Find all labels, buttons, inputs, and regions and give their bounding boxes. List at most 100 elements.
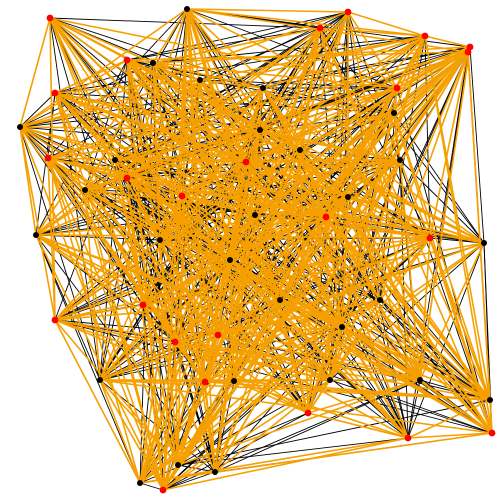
edge-primary [181,159,401,197]
edge-primary [159,196,349,241]
node-highlighted [421,32,429,40]
edge-primary [19,126,261,131]
edge-primary [214,216,327,473]
edge-primary [19,17,51,128]
edge-primary [347,196,431,239]
edge-primary [126,112,395,179]
edge-primary [319,27,426,37]
edge-primary [177,299,281,466]
edge-primary [152,62,247,163]
node-regular [112,157,118,163]
edge-primary [307,326,343,414]
edge-primary [54,319,235,382]
edge-primary [99,87,264,381]
edge-secondary [49,17,321,29]
edge-primary [262,87,491,401]
edge-primary [84,79,201,191]
edge-primary [174,341,421,381]
node-highlighted [426,234,434,242]
node-highlighted [344,8,352,16]
edge-primary [341,112,395,328]
edge-primary [49,17,398,89]
edge-primary [177,159,401,466]
edge-primary [19,35,426,128]
edge-primary [489,399,493,434]
edge-primary [174,87,264,343]
edge-primary [54,319,206,383]
edge-primary [159,239,331,381]
edge-primary [19,79,201,128]
edge-secondary [54,319,493,434]
edge-primary [186,8,426,37]
node-highlighted [316,24,324,32]
edge-primary [54,129,261,321]
edge-primary [47,157,56,321]
node-highlighted [464,48,472,56]
edge-primary [49,17,161,241]
edge-primary [199,79,247,163]
edge-primary [299,149,343,328]
node-highlighted [201,378,209,386]
node-regular [257,127,263,133]
edge-primary [19,8,188,128]
node-highlighted [214,331,222,339]
edge-primary [279,299,421,381]
edge-primary [329,159,401,381]
edge-secondary [19,92,56,128]
edge-primary [299,149,309,414]
edge-primary [162,437,409,491]
node-highlighted [123,174,131,182]
edge-primary [35,189,86,236]
edge-primary [159,239,493,434]
edge-primary [159,239,179,466]
edge-layer-primary [19,8,493,491]
edge-primary [99,51,469,381]
edge-primary [84,189,309,414]
edge-primary [152,27,321,64]
edge-primary [259,129,327,218]
edge-secondary [139,482,164,491]
node-regular [339,324,345,330]
edge-primary [341,326,421,381]
edge-primary [393,112,493,434]
edge-primary [393,112,491,401]
edge-primary [54,239,161,321]
edge-primary [419,46,471,381]
edge-primary [347,11,426,37]
node-highlighted [304,409,312,417]
node-highlighted [242,158,250,166]
edge-primary [299,149,493,434]
edge-primary [54,59,128,94]
edge-primary [126,59,327,218]
edge-secondary [469,46,485,244]
node-highlighted [46,14,54,22]
edge-primary [307,379,331,414]
node-regular [150,60,156,66]
edge-primary [259,129,401,161]
edge-primary [152,62,201,81]
edge-primary [47,157,141,484]
node-regular [212,469,218,475]
edge-primary [379,46,471,301]
node-highlighted [171,338,179,346]
edge-primary [245,161,343,328]
node-highlighted [139,301,147,309]
edge-primary [19,126,56,321]
edge-primary [114,159,161,241]
edge-primary [399,159,421,381]
node-highlighted [322,213,330,221]
edge-primary [126,87,264,179]
edge-primary [139,471,216,484]
edge-primary [35,62,154,236]
edge-primary [152,62,216,473]
edge-primary [419,242,485,381]
edge-secondary [126,11,349,61]
edge-primary [347,35,426,198]
edge-primary [419,379,493,434]
edge-primary [393,112,401,161]
node-highlighted [123,56,131,64]
edge-primary [214,379,331,473]
node-regular [33,232,39,238]
edge-secondary [162,412,309,491]
edge-primary [126,177,231,261]
